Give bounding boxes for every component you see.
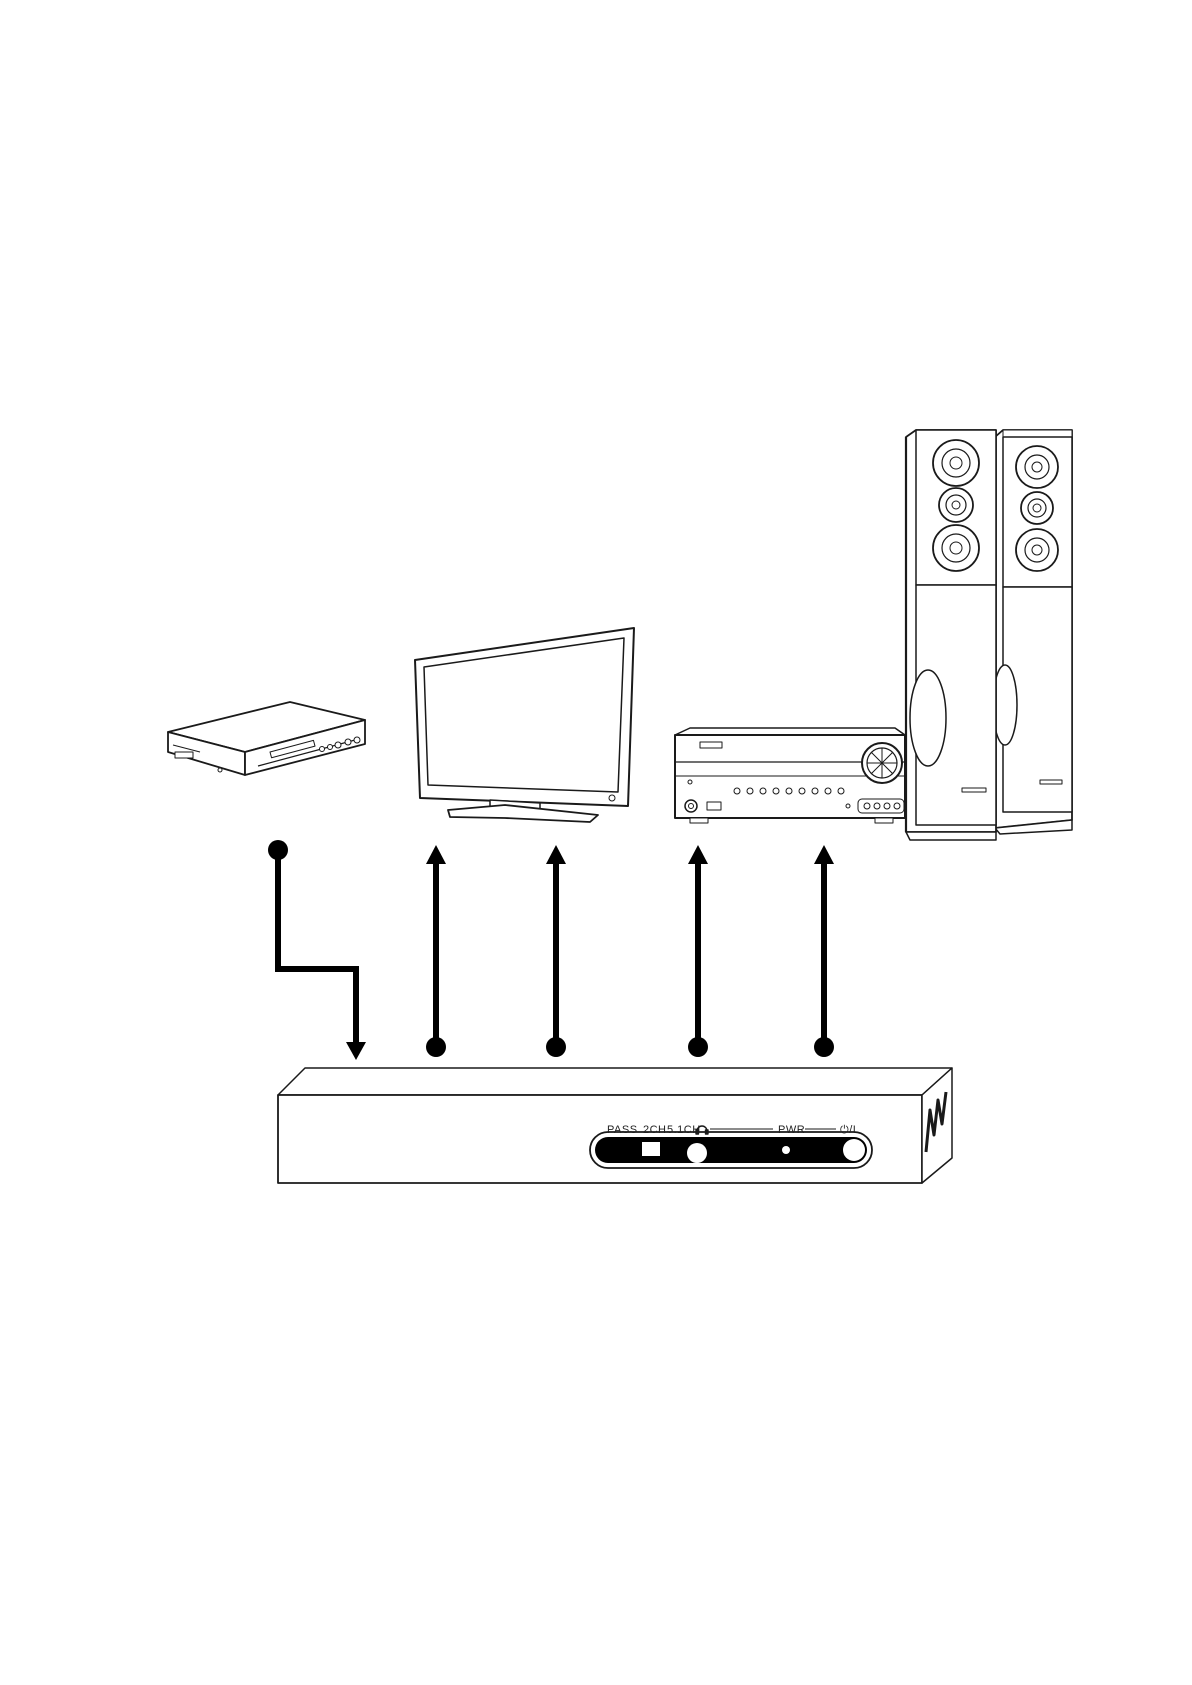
- arrow-up-icon: [546, 845, 566, 864]
- connection-dot: [546, 1037, 566, 1057]
- power-label: PWR: [778, 1124, 805, 1136]
- power-button[interactable]: [843, 1139, 865, 1161]
- power-led: [782, 1146, 790, 1154]
- mode-2ch-label: 2CH: [643, 1124, 667, 1136]
- mode-pass-label: PASS: [607, 1124, 638, 1136]
- power-switch-label: ⏻/I: [840, 1124, 856, 1136]
- arrow-up-icon: [426, 845, 446, 864]
- connection-lines: [268, 840, 834, 1060]
- connection-dot: [268, 840, 288, 860]
- av-receiver-icon: [675, 728, 905, 823]
- arrow-up-icon: [688, 845, 708, 864]
- blu-ray-player-icon: [168, 702, 365, 775]
- connection-dot: [814, 1037, 834, 1057]
- connection-player-to-extractor: [278, 850, 356, 1042]
- audio-extractor-device: PASS 2CH 5.1CH PWR ⏻/I: [278, 1068, 952, 1183]
- mode-switch[interactable]: [642, 1142, 660, 1156]
- arrow-down-icon: [346, 1042, 366, 1060]
- connection-dot: [426, 1037, 446, 1057]
- connection-dot: [688, 1037, 708, 1057]
- arrow-up-icon: [814, 845, 834, 864]
- floor-speaker-icon: [906, 430, 1072, 840]
- headphone-jack[interactable]: [687, 1143, 707, 1163]
- tv-icon: [415, 628, 634, 822]
